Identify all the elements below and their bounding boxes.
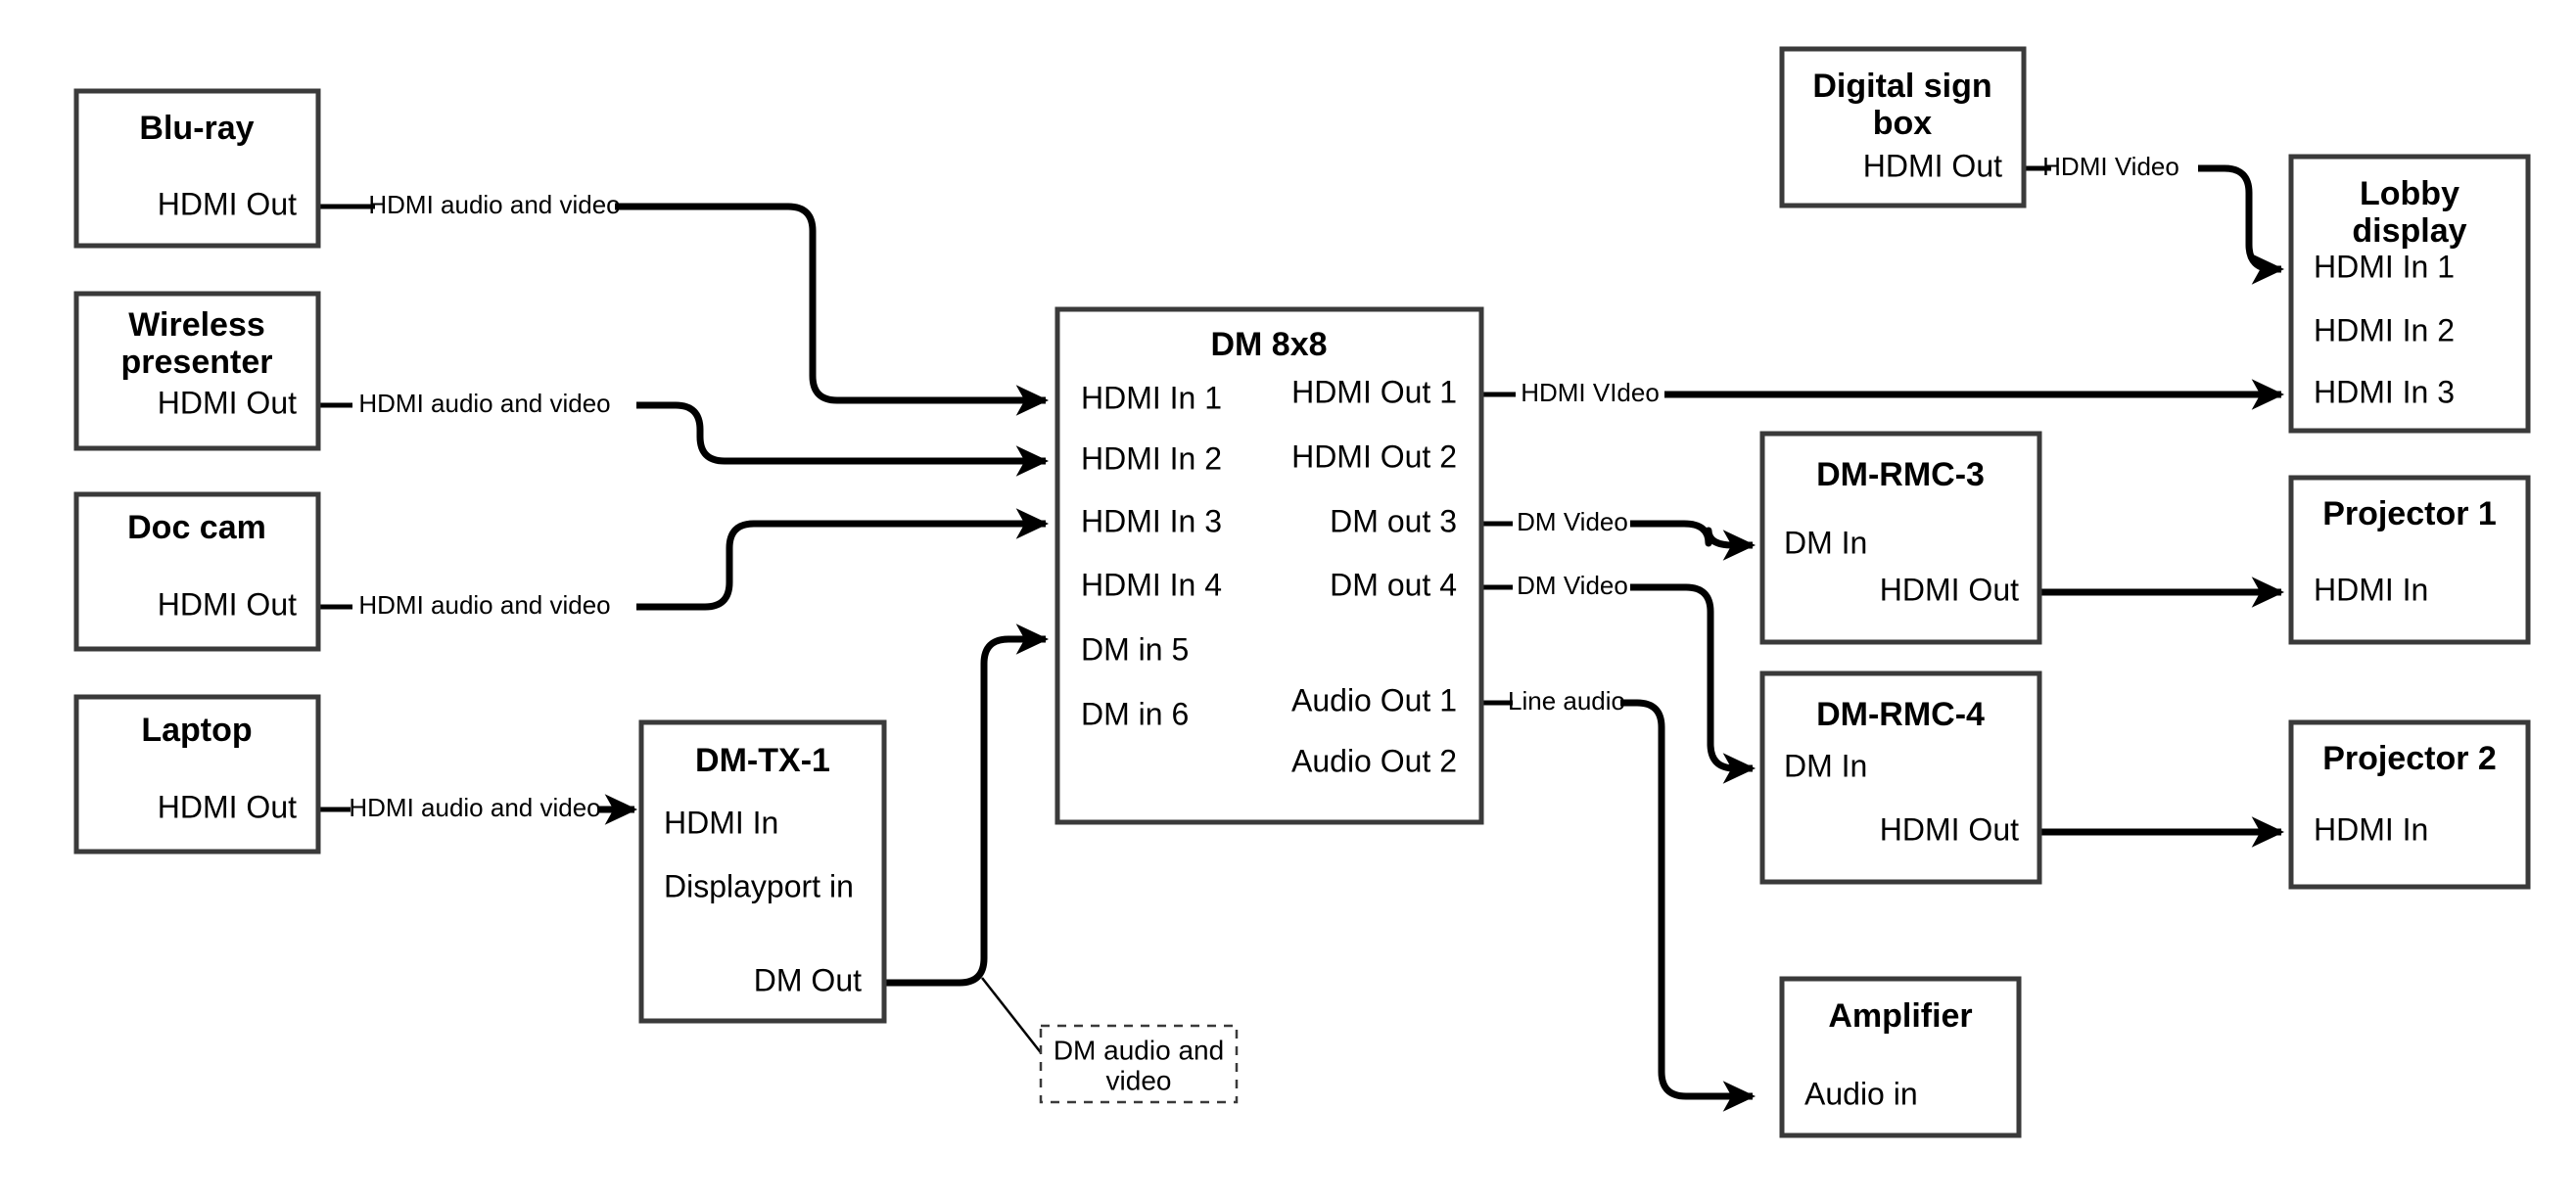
- digital-sign-title-line1: Digital sign: [1812, 68, 1991, 105]
- dm-8x8-output-audio-out-2: Audio Out 2: [1291, 743, 1457, 778]
- connection-laptop-to-dmtx1: HDMI audio and video: [318, 793, 638, 825]
- lobby-display-box[interactable]: [2288, 154, 2531, 434]
- connection-dm8x8-dmout4-to-rmc4: DM Video: [1481, 571, 1756, 784]
- dm-tx-1-port-dm-out: DM Out: [754, 962, 862, 997]
- dm-8x8-output-hdmi-out-1: HDMI Out 1: [1291, 374, 1457, 409]
- wire-label-hdmi-video-sign: HDMI Video: [2042, 152, 2179, 181]
- dm-rmc-4-port-hdmi-out: HDMI Out: [1880, 811, 2019, 847]
- node-wireless-presenter[interactable]: Wireless presenter HDMI Out: [73, 291, 321, 451]
- dm-rmc-4-port-dm-in: DM In: [1784, 748, 1867, 783]
- wireless-presenter-port-hdmi-out: HDMI Out: [158, 385, 297, 420]
- lobby-display-title-line2: display: [2352, 212, 2466, 250]
- dm-8x8-output-audio-out-1: Audio Out 1: [1291, 682, 1457, 717]
- projector-1-port-hdmi-in: HDMI In: [2314, 572, 2428, 607]
- connection-dm8x8-hdmiout1-to-lobby: HDMI VIdeo: [1481, 378, 2285, 410]
- doc-cam-box[interactable]: [73, 491, 321, 652]
- bluray-box[interactable]: [73, 88, 321, 249]
- dm-tx-1-box[interactable]: [638, 719, 887, 1024]
- node-projector-1[interactable]: Projector 1 HDMI In: [2288, 475, 2531, 645]
- node-lobby-display[interactable]: Lobby display HDMI In 1 HDMI In 2 HDMI I…: [2288, 154, 2531, 434]
- node-dm-tx-1[interactable]: DM-TX-1 HDMI In Displayport in DM Out: [638, 719, 887, 1024]
- digital-sign-box-rect[interactable]: [1779, 46, 2027, 208]
- connection-dm8x8-audioout1-to-amplifier: Line audio: [1481, 686, 1756, 1112]
- bluray-port-hdmi-out: HDMI Out: [158, 186, 297, 221]
- wire-label-hdmi-video-out1: HDMI VIdeo: [1521, 378, 1660, 407]
- doc-cam-title: Doc cam: [127, 509, 266, 546]
- connection-wireless-to-dm8x8: HDMI audio and video: [318, 389, 1050, 477]
- dm-tx-1-port-hdmi-in: HDMI In: [664, 805, 778, 840]
- node-projector-2[interactable]: Projector 2 HDMI In: [2288, 719, 2531, 890]
- annotation-dm-audio-and-video: DM audio and video: [1039, 1024, 1239, 1104]
- dm-8x8-output-hdmi-out-2: HDMI Out 2: [1291, 439, 1457, 474]
- doc-cam-port-hdmi-out: HDMI Out: [158, 586, 297, 622]
- wire-label-doccam: HDMI audio and video: [358, 590, 610, 620]
- connection-dmtx1-to-dm8x8: [884, 624, 1050, 1056]
- dm-rmc-3-box[interactable]: [1759, 431, 2042, 645]
- projector-1-title: Projector 1: [2322, 495, 2497, 532]
- dm-8x8-box[interactable]: [1054, 306, 1484, 825]
- wire-label-wireless: HDMI audio and video: [358, 389, 610, 418]
- amplifier-box[interactable]: [1779, 976, 2022, 1138]
- wireless-presenter-box[interactable]: [73, 291, 321, 451]
- projector-2-box[interactable]: [2288, 719, 2531, 890]
- wire-label-laptop: HDMI audio and video: [349, 793, 600, 822]
- dm-rmc-3-title: DM-RMC-3: [1816, 456, 1985, 493]
- connection-doccam-to-dm8x8: HDMI audio and video: [318, 508, 1050, 620]
- dm-8x8-input-hdmi-in-2: HDMI In 2: [1081, 440, 1222, 476]
- laptop-box[interactable]: [73, 694, 321, 855]
- node-dm-8x8[interactable]: DM 8x8 HDMI In 1 HDMI In 2 HDMI In 3 HDM…: [1054, 306, 1484, 825]
- lobby-display-input-hdmi-in-2: HDMI In 2: [2314, 312, 2455, 347]
- node-doc-cam[interactable]: Doc cam HDMI Out: [73, 491, 321, 652]
- dm-rmc-4-title: DM-RMC-4: [1816, 696, 1985, 733]
- dm-audio-video-note-box: [1039, 1024, 1239, 1104]
- dm-8x8-input-hdmi-in-1: HDMI In 1: [1081, 380, 1222, 415]
- wireless-presenter-title-line2: presenter: [121, 344, 273, 381]
- connection-dm8x8-dmout3-to-rmc3: DM Video: [1481, 507, 1756, 561]
- digital-sign-title-line2: box: [1873, 105, 1933, 142]
- dm-rmc-3-port-dm-in: DM In: [1784, 525, 1867, 560]
- projector-1-box[interactable]: [2288, 475, 2531, 645]
- dm-8x8-input-hdmi-in-4: HDMI In 4: [1081, 567, 1222, 602]
- lobby-display-title-line1: Lobby: [2360, 175, 2459, 212]
- dm-tx-1-port-displayport-in: Displayport in: [664, 868, 854, 903]
- amplifier-port-audio-in: Audio in: [1804, 1076, 1918, 1111]
- bluray-title: Blu-ray: [139, 110, 254, 147]
- wire-label-dm-video-4: DM Video: [1517, 571, 1628, 600]
- node-dm-rmc-4[interactable]: DM-RMC-4 DM In HDMI Out: [1759, 670, 2042, 885]
- dm-8x8-input-dm-in-6: DM in 6: [1081, 696, 1189, 731]
- connection-bluray-to-dm8x8: HDMI audio and video: [318, 190, 1050, 416]
- lobby-display-input-hdmi-in-3: HDMI In 3: [2314, 374, 2455, 409]
- node-laptop[interactable]: Laptop HDMI Out: [73, 694, 321, 855]
- dm-8x8-output-dm-out-3: DM out 3: [1330, 503, 1457, 538]
- amplifier-title: Amplifier: [1828, 997, 1972, 1035]
- wire-label-dm-video-3: DM Video: [1517, 507, 1628, 536]
- note-leader-line: [981, 977, 1044, 1056]
- digital-sign-port-hdmi-out: HDMI Out: [1863, 148, 2002, 183]
- wire-label-bluray: HDMI audio and video: [368, 190, 620, 219]
- dm-audio-video-note-line1: DM audio and: [1054, 1035, 1224, 1065]
- node-digital-sign-box[interactable]: Digital sign box HDMI Out: [1779, 46, 2027, 208]
- node-dm-rmc-3[interactable]: DM-RMC-3 DM In HDMI Out: [1759, 431, 2042, 645]
- wire-label-line-audio: Line audio: [1508, 686, 1625, 716]
- dm-8x8-input-dm-in-5: DM in 5: [1081, 631, 1189, 667]
- dm-audio-video-note-line2: video: [1106, 1065, 1172, 1095]
- wireless-presenter-title-line1: Wireless: [128, 306, 265, 344]
- node-bluray[interactable]: Blu-ray HDMI Out: [73, 88, 321, 249]
- dm-rmc-3-port-hdmi-out: HDMI Out: [1880, 572, 2019, 607]
- lobby-display-input-hdmi-in-1: HDMI In 1: [2314, 249, 2455, 284]
- dm-tx-1-title: DM-TX-1: [695, 742, 830, 779]
- dm-8x8-output-dm-out-4: DM out 4: [1330, 567, 1457, 602]
- projector-2-title: Projector 2: [2322, 740, 2497, 777]
- dm-rmc-4-box[interactable]: [1759, 670, 2042, 885]
- dm-8x8-input-hdmi-in-3: HDMI In 3: [1081, 503, 1222, 538]
- laptop-port-hdmi-out: HDMI Out: [158, 789, 297, 824]
- projector-2-port-hdmi-in: HDMI In: [2314, 811, 2428, 847]
- connection-digitalsign-to-lobby: HDMI Video: [2022, 152, 2285, 285]
- node-amplifier[interactable]: Amplifier Audio in: [1779, 976, 2022, 1138]
- laptop-title: Laptop: [141, 712, 252, 749]
- dm-8x8-title: DM 8x8: [1210, 326, 1327, 363]
